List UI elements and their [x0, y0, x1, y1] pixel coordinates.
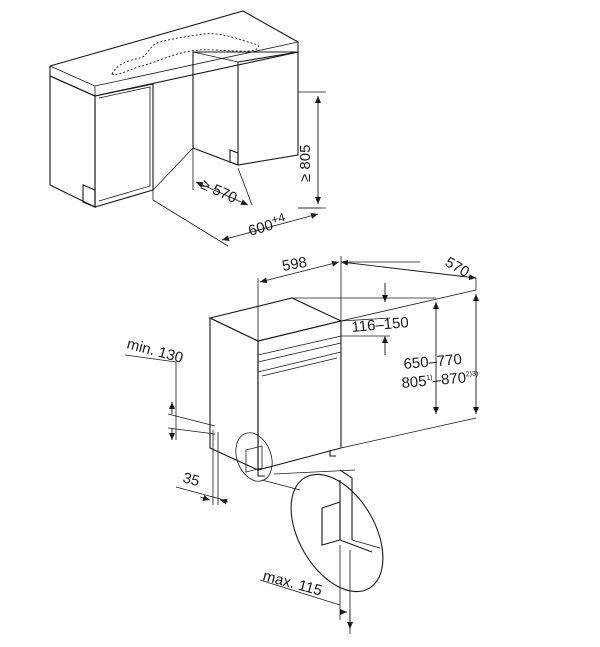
door-range-label: 116–150 [351, 314, 410, 336]
min-depth-label: ≥ 570 [198, 176, 239, 207]
appliance-top [208, 297, 343, 342]
min-plinth-label: min. 130 [125, 335, 185, 366]
detail-circle-large [290, 473, 384, 593]
min-height-label: ≥ 805 [297, 145, 314, 182]
right-cabinet [192, 51, 299, 166]
detail-circle-small [235, 432, 273, 482]
plinth-depth-label: 35 [181, 469, 202, 490]
height-range-a-label: 650–770 [403, 351, 463, 373]
niche-width-label: 600+4 [246, 210, 289, 240]
height-range-b-label: 8051)–8702)3) [401, 368, 479, 392]
appliance-side [209, 317, 259, 471]
width-label: 598 [281, 254, 309, 275]
max-plinth-label: max. 115 [261, 567, 324, 599]
appliance-front [257, 320, 342, 471]
worktop-cutout [111, 33, 260, 76]
appliance-drawing: 598 570 116–150 650–770 8051)–8702)3) mi… [124, 254, 479, 634]
niche-drawing: ≥ 805 ≥ 570 600+4 [49, 10, 326, 247]
